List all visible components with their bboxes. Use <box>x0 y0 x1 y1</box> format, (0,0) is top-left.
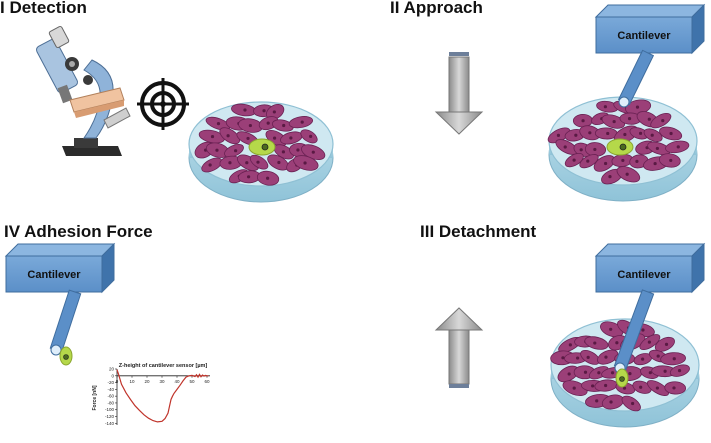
y-tick-label: -120 <box>105 414 115 419</box>
y-tick-label: -20 <box>107 380 114 385</box>
approach-arrow-down-icon <box>436 52 482 134</box>
y-tick-label: -100 <box>105 407 115 412</box>
petri-dish-approach <box>546 97 697 201</box>
cantilever-arm <box>619 50 654 104</box>
x-tick-label: 40 <box>174 379 180 384</box>
y-tick-label: -60 <box>107 394 114 399</box>
detachment-arrow-up-icon <box>436 308 482 388</box>
x-tick-label: 20 <box>144 379 150 384</box>
y-tick-label: 20 <box>109 367 115 372</box>
x-tick-label: 30 <box>159 379 165 384</box>
force-curve-series-0 <box>117 370 209 422</box>
cantilever-approach: Cantilever <box>596 5 704 107</box>
cantilever-label: Cantilever <box>617 30 671 42</box>
cantilever-arm <box>50 290 80 352</box>
cantilever-label: Cantilever <box>27 269 81 281</box>
microscope-icon <box>35 26 130 156</box>
x-tick-label: 60 <box>204 379 210 384</box>
y-tick-label: -80 <box>107 400 114 405</box>
chart-title: Z-height of cantilever sensor [µm] <box>119 363 208 369</box>
x-tick-label: 0 <box>116 379 119 384</box>
petri-dish-detection <box>189 101 333 202</box>
target-crosshair-icon <box>137 78 189 130</box>
x-tick-label: 50 <box>189 379 195 384</box>
y-tick-label: 0 <box>111 373 114 378</box>
chart-ylabel: Force [nN] <box>92 385 98 410</box>
force-curve-chart: Z-height of cantilever sensor [µm] Force… <box>92 363 210 426</box>
y-tick-label: -40 <box>107 387 114 392</box>
cantilever-label: Cantilever <box>617 269 671 281</box>
x-tick-label: 10 <box>129 379 135 384</box>
y-tick-label: -140 <box>105 421 115 426</box>
cantilever-adhesion: Cantilever <box>6 244 114 365</box>
